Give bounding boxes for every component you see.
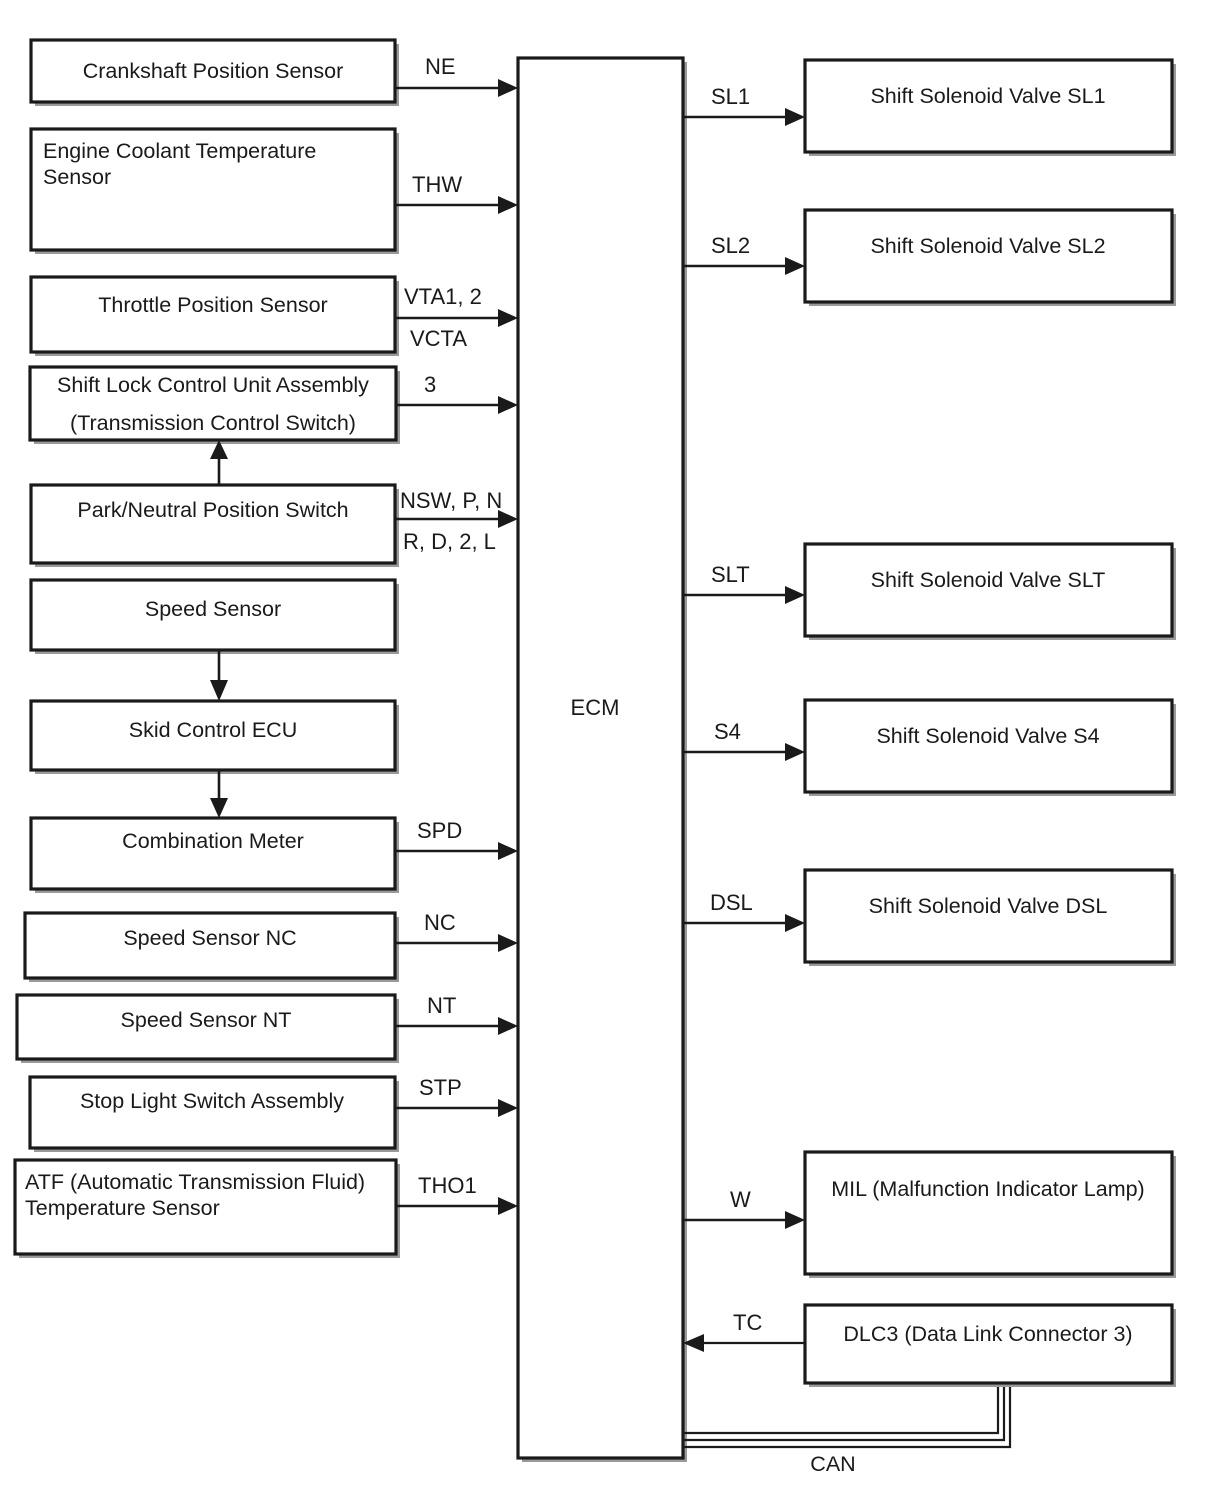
connector-ne: NE: [395, 54, 518, 97]
signal-label-tc: TC: [733, 1310, 762, 1335]
block-label: Shift Solenoid Valve S4: [876, 724, 1099, 748]
block-shift-solenoid-valve-s4[interactable]: Shift Solenoid Valve S4: [803, 698, 1176, 796]
connector-sl1: SL1: [683, 84, 805, 126]
connector-thw: THW: [395, 172, 518, 214]
block-shift-lock-control-unit-assembly[interactable]: Shift Lock Control Unit Assembly (Transm…: [28, 365, 400, 444]
block-label: Shift Solenoid Valve SLT: [871, 568, 1106, 592]
signal-label-spd: SPD: [417, 818, 462, 843]
block-combination-meter[interactable]: Combination Meter: [29, 816, 399, 893]
connector-tho1: THO1: [396, 1173, 518, 1215]
signal-label-slt: SLT: [711, 562, 750, 587]
block-label: Speed Sensor: [145, 597, 281, 621]
signal-label-thw: THW: [412, 172, 462, 197]
signal-label-s4: S4: [714, 719, 741, 744]
signal-label-w: W: [730, 1187, 751, 1212]
block-label-line2: (Transmission Control Switch): [70, 411, 356, 435]
signal-label-nc: NC: [424, 910, 456, 935]
block-park-neutral-position-switch[interactable]: Park/Neutral Position Switch: [29, 483, 399, 567]
signal-label-nt: NT: [427, 993, 456, 1018]
connector-nt: NT: [395, 993, 518, 1035]
connector-w: W: [683, 1187, 805, 1229]
block-label-line2: Temperature Sensor: [25, 1196, 220, 1220]
connector-slt: SLT: [683, 562, 805, 604]
block-label: DLC3 (Data Link Connector 3): [843, 1322, 1132, 1346]
connector-3: 3: [396, 372, 518, 414]
block-mil[interactable]: MIL (Malfunction Indicator Lamp): [803, 1150, 1176, 1278]
signal-label-sl2: SL2: [711, 233, 750, 258]
block-shift-solenoid-valve-dsl[interactable]: Shift Solenoid Valve DSL: [803, 868, 1176, 966]
block-label: Crankshaft Position Sensor: [83, 59, 344, 83]
block-label: Skid Control ECU: [129, 718, 297, 742]
block-shift-solenoid-valve-slt[interactable]: Shift Solenoid Valve SLT: [803, 542, 1176, 640]
block-label: Shift Solenoid Valve SL1: [870, 84, 1105, 108]
can-bus-label: CAN: [810, 1452, 855, 1476]
block-label: Speed Sensor NC: [123, 926, 296, 950]
block-shift-solenoid-valve-sl1[interactable]: Shift Solenoid Valve SL1: [803, 58, 1176, 156]
ecm-label: ECM: [571, 695, 620, 720]
block-ecm[interactable]: ECM: [516, 56, 687, 1462]
block-label-line1: Engine Coolant Temperature: [43, 139, 316, 163]
block-atf-temperature-sensor[interactable]: ATF (Automatic Transmission Fluid) Tempe…: [13, 1158, 400, 1258]
connector-nsw: NSW, P, N R, D, 2, L: [395, 488, 518, 554]
block-speed-sensor-nc[interactable]: Speed Sensor NC: [23, 911, 399, 982]
can-bus: CAN: [683, 1387, 1012, 1476]
signal-label-stp: STP: [419, 1075, 462, 1100]
block-throttle-position-sensor[interactable]: Throttle Position Sensor: [29, 275, 399, 356]
signal-label-dsl: DSL: [710, 890, 753, 915]
signal-label-ne: NE: [425, 54, 456, 79]
block-engine-coolant-temperature-sensor[interactable]: Engine Coolant Temperature Sensor: [29, 127, 399, 254]
signal-label-nsw: NSW, P, N: [400, 488, 502, 513]
block-crankshaft-position-sensor[interactable]: Crankshaft Position Sensor: [29, 38, 399, 106]
connector-stp: STP: [395, 1075, 518, 1117]
block-label: Shift Solenoid Valve DSL: [869, 894, 1108, 918]
connector-speed-sensor-to-skid-ecu: [210, 650, 228, 701]
connector-vta: VTA1, 2 VCTA: [395, 284, 518, 351]
signal-label-sl1: SL1: [711, 84, 750, 109]
block-label: Speed Sensor NT: [121, 1008, 292, 1032]
block-label-line2: Sensor: [43, 165, 111, 189]
block-label: Shift Solenoid Valve SL2: [870, 234, 1105, 258]
signal-label-3: 3: [424, 372, 436, 397]
block-speed-sensor-nt[interactable]: Speed Sensor NT: [15, 993, 399, 1063]
block-label: Stop Light Switch Assembly: [80, 1089, 344, 1113]
connector-pnp-to-shift-lock: [210, 440, 228, 485]
connector-tc: TC: [683, 1310, 805, 1352]
connector-skid-ecu-to-combination-meter: [210, 770, 228, 818]
block-stop-light-switch-assembly[interactable]: Stop Light Switch Assembly: [28, 1075, 399, 1152]
block-shift-solenoid-valve-sl2[interactable]: Shift Solenoid Valve SL2: [803, 208, 1176, 306]
block-label: Park/Neutral Position Switch: [77, 498, 348, 522]
connector-dsl: DSL: [683, 890, 805, 932]
signal-label-rd2l: R, D, 2, L: [403, 529, 496, 554]
block-label: Throttle Position Sensor: [98, 293, 327, 317]
connector-s4: S4: [683, 719, 805, 761]
block-speed-sensor[interactable]: Speed Sensor: [29, 578, 399, 654]
signal-label-vta: VTA1, 2: [404, 284, 482, 309]
connector-sl2: SL2: [683, 233, 805, 275]
signal-label-tho1: THO1: [418, 1173, 477, 1198]
block-label-line1: ATF (Automatic Transmission Fluid): [25, 1170, 365, 1194]
signal-label-vcta: VCTA: [410, 326, 467, 351]
block-dlc3[interactable]: DLC3 (Data Link Connector 3): [803, 1303, 1176, 1387]
block-label-line1: Shift Lock Control Unit Assembly: [57, 373, 369, 397]
block-skid-control-ecu[interactable]: Skid Control ECU: [29, 699, 399, 774]
connector-spd: SPD: [395, 818, 518, 860]
block-label: Combination Meter: [122, 829, 304, 853]
block-label: MIL (Malfunction Indicator Lamp): [831, 1177, 1144, 1201]
connector-nc: NC: [395, 910, 518, 952]
